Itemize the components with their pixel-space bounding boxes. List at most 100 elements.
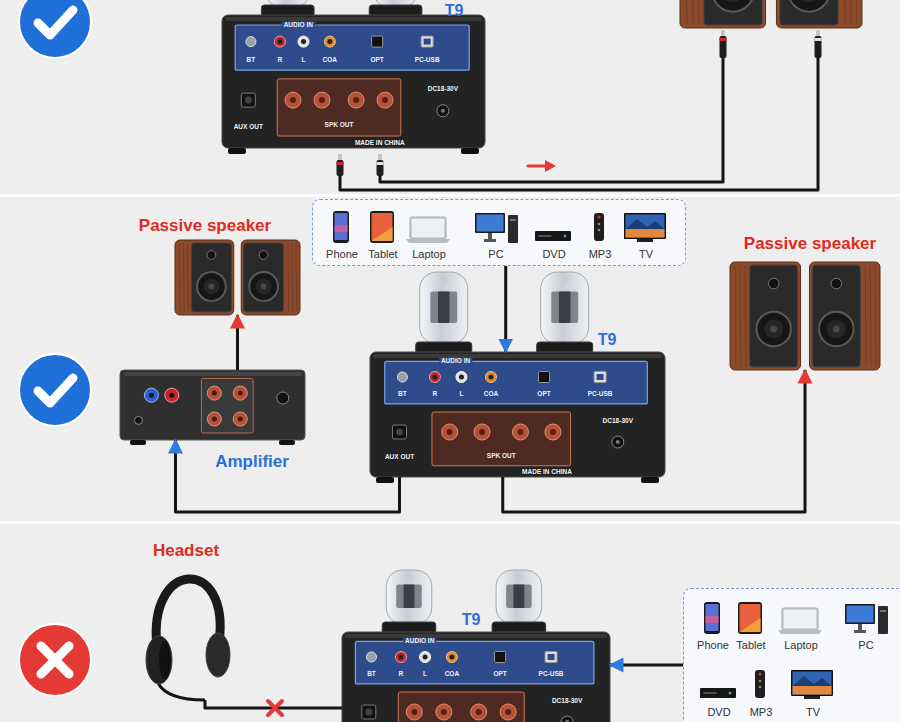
- device-caption: PC: [488, 248, 503, 261]
- source-icons-part: [704, 692, 716, 694]
- tube-amp-drawing-part: [277, 79, 401, 136]
- source-icons-part: [372, 227, 393, 241]
- tube-amp-drawing-part: [505, 709, 511, 715]
- speaker-drawing: [175, 240, 300, 315]
- speaker-drawing-part: [191, 243, 231, 312]
- tube-amp-drawing-part: [324, 36, 335, 47]
- source-icons-part: [791, 670, 833, 696]
- source-icons-part: [706, 604, 719, 631]
- power-amp-drawing-part: [130, 440, 146, 445]
- source-icons-part: [406, 239, 450, 243]
- tube-amp-drawing-part: [406, 704, 422, 720]
- tube-amp-drawing-part: [396, 429, 403, 436]
- speaker-drawing-part: [812, 265, 860, 367]
- tube-amp-drawing-part: [436, 704, 452, 720]
- source-icons-part: [335, 225, 348, 232]
- power-amp-drawing-part: [123, 372, 302, 376]
- tube-amp-node: T9: [370, 352, 665, 477]
- power-amp-drawing-part: [277, 392, 289, 404]
- check-badge-part: [19, 0, 91, 58]
- node-heading: Passive speaker: [139, 216, 271, 236]
- signal-cable: [503, 370, 805, 512]
- direction-arrow-part: [528, 165, 546, 168]
- speaker-wire-part: [377, 160, 384, 176]
- panel-marking: L: [459, 390, 463, 397]
- cross-badge-part: [41, 646, 69, 674]
- tube-amp-drawing-part: [420, 272, 468, 344]
- source-icons-part: [759, 686, 762, 689]
- panel-marking: SPK OUT: [487, 452, 516, 459]
- source-icons-part: [793, 676, 832, 686]
- speaker-drawing-part: [780, 0, 838, 25]
- tube-amp-drawing-part: [298, 36, 309, 47]
- tube-amp-drawing-part: [301, 39, 306, 44]
- speaker-wire-part: [720, 38, 727, 41]
- headphone-drawing-part: [156, 579, 220, 647]
- panel-marking: L: [302, 56, 306, 63]
- check-badge: [19, 0, 91, 58]
- signal-cable: [504, 266, 507, 352]
- source-icons-part: [704, 602, 720, 634]
- node-heading: Amplifier: [215, 452, 289, 472]
- speaker-drawing-part: [179, 244, 180, 311]
- panel-ground-part: [0, 0, 900, 194]
- tube-amp-drawing-part: [245, 97, 252, 104]
- panel-marking: R: [433, 390, 438, 397]
- forbidden-mark-part: [268, 701, 282, 715]
- tube-amp-drawing-part: [449, 655, 454, 660]
- speaker-wire-part: [816, 30, 820, 36]
- speaker-wire-part: [340, 58, 818, 190]
- source-icons-part: [370, 211, 394, 243]
- tube-amp-drawing-part: [398, 692, 524, 722]
- device-caption: DVD: [542, 248, 565, 261]
- panel-marking: PC-USB: [415, 56, 440, 63]
- source-icons-part: [683, 588, 900, 722]
- tube-amp-drawing-part: [432, 375, 437, 380]
- tube-amp-drawing-part: [565, 720, 569, 722]
- tube-amp-drawing-part: [461, 148, 479, 154]
- speaker-drawing-part: [296, 244, 297, 311]
- tube-amp-drawing-part: [429, 372, 440, 383]
- power-amp-drawing-part: [238, 417, 243, 422]
- tube-amp-drawing-part: [597, 374, 604, 380]
- device-caption: Tablet: [736, 639, 765, 652]
- tube-amp-drawing-part: [376, 477, 394, 483]
- tube-amp-drawing-part: [441, 709, 447, 715]
- headphone-node: Headset: [145, 565, 225, 700]
- signal-cable: [176, 440, 400, 512]
- speaker-drawing-part: [735, 266, 736, 366]
- power-amp-drawing-part: [233, 386, 247, 400]
- speaker-drawing-part: [776, 0, 862, 28]
- source-icons-part: [845, 604, 875, 624]
- speaker-drawing-part: [207, 251, 216, 260]
- power-amp-drawing-part: [149, 393, 154, 398]
- speaker-drawing-part: [256, 279, 272, 295]
- tube-amp-drawing-part: [228, 148, 246, 154]
- speaker-drawing-part: [770, 326, 777, 333]
- tube-amp-drawing: [342, 570, 610, 722]
- power-amp-node: Amplifier: [120, 370, 305, 440]
- tube-amp-drawing-part: [474, 424, 490, 440]
- speaker-drawing-part: [241, 240, 300, 315]
- panel-marking: DC18-30V: [552, 698, 582, 705]
- speaker-drawing-part: [680, 0, 766, 28]
- source-icons-part: [598, 229, 601, 232]
- source-icons-part: [759, 680, 762, 683]
- panel-marking: PC-USB: [539, 670, 564, 677]
- speaker-pair-node: Passive speaker: [175, 240, 300, 315]
- speaker-wire-part: [815, 36, 822, 58]
- speaker-drawing-part: [183, 244, 184, 311]
- panel-marking: COA: [445, 670, 459, 677]
- tube-amp-drawing-part: [545, 424, 561, 440]
- tube-amp-drawing-part: [290, 97, 296, 103]
- tube-amp-drawing-part: [447, 429, 453, 435]
- panel-marking: MADE IN CHINA: [355, 139, 405, 146]
- speaker-drawing-part: [797, 0, 820, 2]
- headphone-drawing-part: [146, 636, 172, 684]
- cross-badge: [19, 624, 91, 696]
- power-amp-drawing-part: [144, 388, 158, 402]
- tube-amp-drawing-part: [594, 372, 606, 383]
- tube-amp-drawing-part: [548, 654, 555, 660]
- check-badge-part: [19, 354, 91, 426]
- tube-amp-drawing-part: [348, 92, 364, 108]
